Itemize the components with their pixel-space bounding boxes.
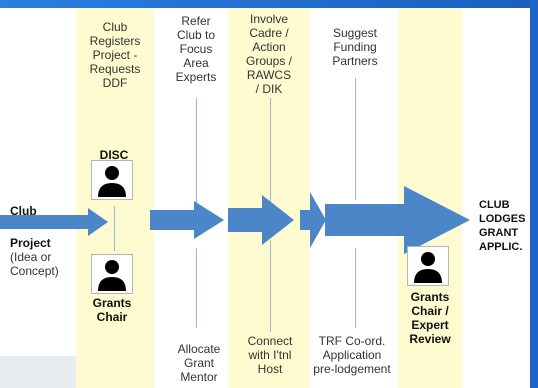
connector-connect xyxy=(270,240,271,332)
step-trf-coord: TRF Co-ord. Application pre-lodgement xyxy=(313,334,391,376)
diagram-slide: Club Registers Project - Requests DDF Re… xyxy=(0,8,530,388)
connector-involve xyxy=(270,98,271,210)
process-arrows xyxy=(0,186,470,254)
arrow-2 xyxy=(150,201,224,239)
highlight-column-2 xyxy=(228,8,310,388)
arrow-3 xyxy=(228,195,294,245)
connector-disc-grants xyxy=(114,206,115,251)
step-allocate-mentor: Allocate Grant Mentor xyxy=(177,342,221,384)
connector-suggest xyxy=(355,78,356,200)
step-connect-host: Connect with I'tnl Host xyxy=(247,334,293,376)
role-disc: DISC xyxy=(99,148,129,162)
expert-review-person-icon xyxy=(407,246,449,286)
arrow-4 xyxy=(300,192,326,248)
step-club-registers: Club Registers Project - Requests DDF xyxy=(89,20,141,90)
start-club: Club xyxy=(10,204,37,218)
arrow-1 xyxy=(0,208,108,236)
role-grants-chair: Grants Chair xyxy=(92,296,132,324)
arrow-5 xyxy=(325,186,470,254)
start-project: Project xyxy=(10,236,51,250)
step-refer-club: Refer Club to Focus Area Experts xyxy=(175,14,217,84)
connector-refer xyxy=(196,98,197,208)
grants-chair-person-icon xyxy=(91,254,133,294)
bottom-left-panel xyxy=(0,356,76,388)
top-frame-edge xyxy=(0,0,538,8)
disc-person-icon xyxy=(91,160,133,200)
right-frame-edge xyxy=(530,0,538,388)
connector-allocate xyxy=(196,248,197,328)
role-grants-chair-expert: Grants Chair / Expert Review xyxy=(409,290,451,346)
connector-trf xyxy=(355,248,356,328)
step-involve-cadre: Involve Cadre / Action Groups / RAWCS / … xyxy=(245,12,293,96)
step-suggest-funding: Suggest Funding Partners xyxy=(332,26,378,68)
start-idea: (Idea or Concept) xyxy=(10,250,59,278)
end-club-lodges: CLUB LODGES GRANT APPLIC. xyxy=(479,199,526,253)
